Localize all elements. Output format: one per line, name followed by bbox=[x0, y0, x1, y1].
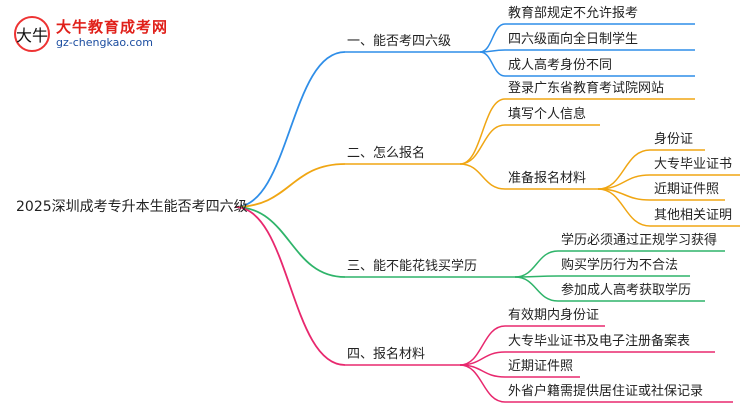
logo-mark-icon: 大牛 bbox=[14, 16, 50, 52]
branch-4: 四、报名材料 bbox=[347, 347, 426, 362]
leaf-3-3: 参加成人高考获取学历 bbox=[561, 283, 692, 298]
leaf-2-2: 填写个人信息 bbox=[508, 107, 587, 122]
logo-url: gz-chengkao.com bbox=[56, 36, 153, 49]
root-link-3 bbox=[234, 206, 346, 278]
leaf-2-3-1: 身份证 bbox=[654, 132, 694, 147]
leaf-3-1: 学历必须通过正规学习获得 bbox=[561, 233, 718, 248]
leaf-2-3-3: 近期证件照 bbox=[654, 182, 720, 197]
leaf-link-2-3 bbox=[459, 163, 506, 190]
leaf-1-1: 教育部规定不允许报考 bbox=[508, 6, 639, 21]
leaf-link-1-1 bbox=[479, 23, 506, 53]
root-link-4 bbox=[234, 206, 346, 366]
subleaf-link-4 bbox=[597, 188, 651, 227]
leaf-2-3-4: 其他相关证明 bbox=[654, 208, 733, 223]
leaf-link-3-3 bbox=[514, 276, 559, 302]
root-node: 2025深圳成考专升本生能否考四六级 bbox=[16, 199, 248, 215]
leaf-2-1: 登录广东省教育考试院网站 bbox=[508, 81, 665, 96]
leaf-4-2: 大专毕业证书及电子注册备案表 bbox=[508, 334, 691, 349]
leaf-2-3-2: 大专毕业证书 bbox=[654, 157, 733, 172]
branch-1: 一、能否考四六级 bbox=[347, 34, 452, 49]
leaf-link-2-2 bbox=[459, 124, 506, 165]
logo-title: 大牛教育成考网 bbox=[56, 18, 169, 36]
branch-3: 三、能不能花钱买学历 bbox=[347, 259, 478, 274]
leaf-2-3: 准备报名材料 bbox=[508, 171, 587, 186]
site-logo: 大牛 大牛教育成考网 gz-chengkao.com bbox=[14, 14, 184, 56]
leaf-3-2: 购买学历行为不合法 bbox=[561, 258, 679, 273]
leaf-link-1-3 bbox=[479, 51, 506, 77]
leaf-link-3-1 bbox=[514, 250, 559, 278]
root-link-2 bbox=[234, 163, 346, 208]
branch-2: 二、怎么报名 bbox=[347, 146, 426, 161]
leaf-4-1: 有效期内身份证 bbox=[508, 308, 600, 323]
leaf-1-3: 成人高考身份不同 bbox=[508, 58, 613, 73]
leaf-4-4: 外省户籍需提供居住证或社保记录 bbox=[508, 384, 704, 399]
subleaf-link-1 bbox=[597, 149, 651, 190]
leaf-link-4-4 bbox=[459, 364, 506, 403]
leaf-1-2: 四六级面向全日制学生 bbox=[508, 32, 639, 47]
leaf-4-3: 近期证件照 bbox=[508, 359, 574, 374]
root-link-1 bbox=[234, 51, 346, 208]
leaf-link-2-1 bbox=[459, 98, 506, 165]
